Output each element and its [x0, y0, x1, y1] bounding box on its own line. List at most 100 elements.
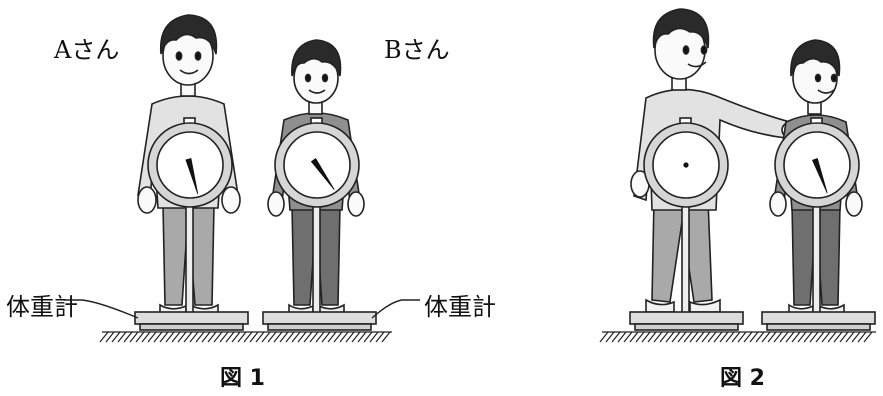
hatch-line — [327, 331, 337, 343]
hatch-line — [629, 331, 639, 343]
hatch-line — [755, 331, 765, 343]
needle-scale-b-fig2 — [811, 157, 828, 194]
hatch-line — [153, 331, 163, 343]
hatch-line — [207, 331, 217, 343]
hatch-line — [605, 331, 615, 343]
hatch-line — [725, 331, 735, 343]
hatch-line — [255, 331, 265, 343]
hatch-line — [677, 331, 687, 343]
hatch-line — [147, 331, 157, 343]
hatch-line — [851, 331, 861, 343]
hatch-line — [165, 331, 175, 343]
dial-center-dot — [683, 162, 689, 168]
hatch-line — [821, 331, 831, 343]
label-person-b: Bさん — [384, 36, 450, 64]
hatch-line — [249, 331, 259, 343]
hatch-line — [599, 331, 609, 343]
hatch-line — [291, 331, 301, 343]
hatch-line — [731, 331, 741, 343]
hatch-line — [105, 331, 115, 343]
hatch-line — [803, 331, 813, 343]
hatch-line — [381, 331, 391, 343]
hatch-line — [315, 331, 325, 343]
hatch-line — [267, 331, 277, 343]
hatch-line — [839, 331, 849, 343]
scale-leader-left — [64, 299, 139, 319]
hatch-line — [671, 331, 681, 343]
hatch-line — [111, 331, 121, 343]
hatch-line — [135, 331, 145, 343]
hatch-line — [611, 331, 621, 343]
hatch-line — [791, 331, 801, 343]
hatch-line — [623, 331, 633, 343]
hatch-line — [809, 331, 819, 343]
hatch-line — [767, 331, 777, 343]
hatch-line — [219, 331, 229, 343]
scale-b — [262, 117, 377, 331]
hatch-line — [237, 331, 247, 343]
hatch-line — [201, 331, 211, 343]
hatch-line — [863, 331, 873, 343]
scale-b-fig2 — [761, 117, 876, 331]
scale-a-fig2 — [629, 117, 744, 331]
floor-hatch-1 — [99, 331, 392, 343]
hatch-line — [641, 331, 651, 343]
hatch-line — [635, 331, 645, 343]
hatch-line — [243, 331, 253, 343]
hatch-line — [231, 331, 241, 343]
hatch-line — [761, 331, 771, 343]
hatch-line — [357, 331, 367, 343]
hatch-line — [213, 331, 223, 343]
hatch-line — [309, 331, 319, 343]
hatch-line — [683, 331, 693, 343]
hatch-line — [845, 331, 855, 343]
hatch-line — [333, 331, 343, 343]
hatch-line — [719, 331, 729, 343]
hatch-line — [659, 331, 669, 343]
hatch-line — [351, 331, 361, 343]
hatch-line — [303, 331, 313, 343]
hatch-line — [123, 331, 133, 343]
hatch-line — [617, 331, 627, 343]
hatch-line — [743, 331, 753, 343]
hatch-line — [225, 331, 235, 343]
hatch-line — [99, 331, 109, 343]
hatch-line — [261, 331, 271, 343]
hatch-line — [653, 331, 663, 343]
hatch-line — [665, 331, 675, 343]
hatch-line — [749, 331, 759, 343]
hatch-line — [171, 331, 181, 343]
hatch-line — [177, 331, 187, 343]
hatch-line — [195, 331, 205, 343]
hatch-line — [159, 331, 169, 343]
hatch-line — [701, 331, 711, 343]
hatch-line — [647, 331, 657, 343]
floor-hatch-2 — [599, 331, 876, 343]
hatch-line — [773, 331, 783, 343]
hatch-line — [797, 331, 807, 343]
hatch-line — [129, 331, 139, 343]
hatch-line — [785, 331, 795, 343]
hatch-line — [827, 331, 837, 343]
hatch-line — [713, 331, 723, 343]
needle-scale-b — [310, 158, 335, 190]
caption-figure-2: 図 2 — [720, 366, 765, 391]
hatch-line — [707, 331, 717, 343]
hatch-line — [285, 331, 295, 343]
hatch-line — [833, 331, 843, 343]
hatch-line — [779, 331, 789, 343]
hatch-line — [183, 331, 193, 343]
hatch-line — [815, 331, 825, 343]
hatch-line — [321, 331, 331, 343]
hatch-line — [345, 331, 355, 343]
hatch-line — [363, 331, 373, 343]
hatch-line — [141, 331, 151, 343]
hatch-line — [695, 331, 705, 343]
hatch-line — [279, 331, 289, 343]
caption-figure-1: 図 1 — [220, 366, 265, 391]
hatch-line — [339, 331, 349, 343]
hatch-line — [117, 331, 127, 343]
label-person-a: Aさん — [54, 36, 120, 64]
